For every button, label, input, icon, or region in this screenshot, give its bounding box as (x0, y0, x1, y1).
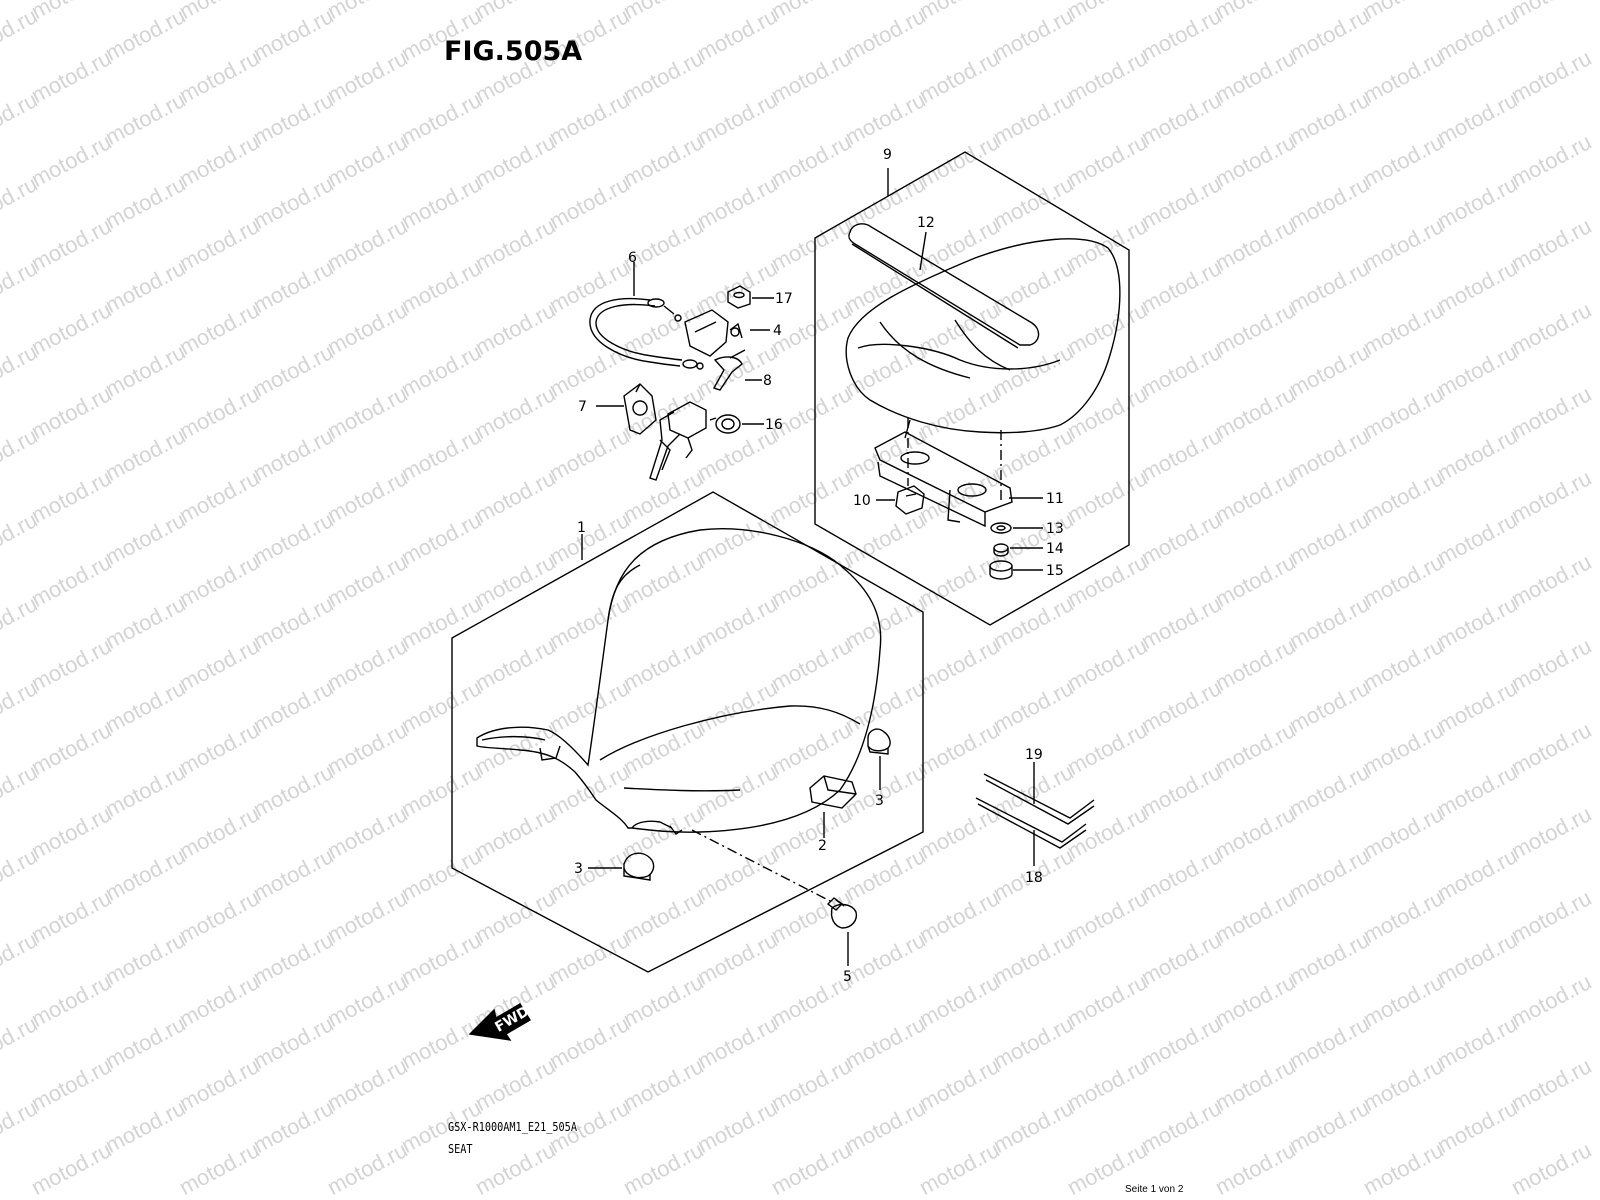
callout-3-lower: 3 (574, 861, 583, 877)
rear-seat-group-frame (814, 151, 1130, 626)
front-seat (476, 528, 882, 835)
callout-11: 11 (1046, 491, 1064, 507)
seat-mount-bracket (874, 419, 1013, 528)
seat-latch (684, 309, 743, 357)
callout-19: 19 (1025, 747, 1043, 763)
callout-13: 13 (1046, 521, 1064, 537)
figure-title: FIG.505A (444, 36, 583, 67)
bolt-5 (826, 897, 858, 929)
grab-strap (848, 223, 1040, 349)
callout-9: 9 (883, 147, 892, 163)
callout-6: 6 (628, 250, 637, 266)
callout-8: 8 (763, 373, 772, 389)
callout-14: 14 (1046, 541, 1064, 557)
hex-wrench-19 (983, 773, 1095, 825)
part-name: SEAT (448, 1142, 473, 1156)
cushion-3-lower (623, 852, 655, 881)
callout-18: 18 (1025, 870, 1043, 886)
front-seat-group-frame (451, 491, 924, 973)
page-indicator: Seite 1 von 2 (1125, 1184, 1184, 1195)
callout-10: 10 (853, 493, 871, 509)
callout-15: 15 (1046, 563, 1064, 579)
callout-17: 17 (775, 291, 793, 307)
washer-13 (990, 522, 1012, 534)
washer-14 (993, 543, 1009, 557)
cushion-15 (989, 560, 1013, 580)
rear-seat-cowl (845, 238, 1121, 434)
lock-plate (623, 383, 657, 435)
callout-3-upper: 3 (875, 793, 884, 809)
callout-1: 1 (577, 520, 586, 536)
cushion-pad (809, 775, 857, 809)
callout-7: 7 (578, 399, 587, 415)
nut-17 (727, 285, 751, 309)
callout-5: 5 (843, 969, 852, 985)
callout-16: 16 (765, 417, 783, 433)
nut-10 (895, 485, 925, 515)
callout-2: 2 (818, 838, 827, 854)
model-code: GSX-R1000AM1_E21_505A (448, 1120, 577, 1134)
seat-lock-cable (589, 297, 704, 370)
lock-set-keys (649, 401, 741, 481)
callout-12: 12 (917, 215, 935, 231)
cushion-3-upper (867, 728, 891, 755)
hex-wrench-18 (975, 797, 1087, 849)
latch-spring (712, 349, 746, 391)
fwd-direction-arrow: FWD (468, 1003, 532, 1041)
callout-4: 4 (773, 323, 782, 339)
